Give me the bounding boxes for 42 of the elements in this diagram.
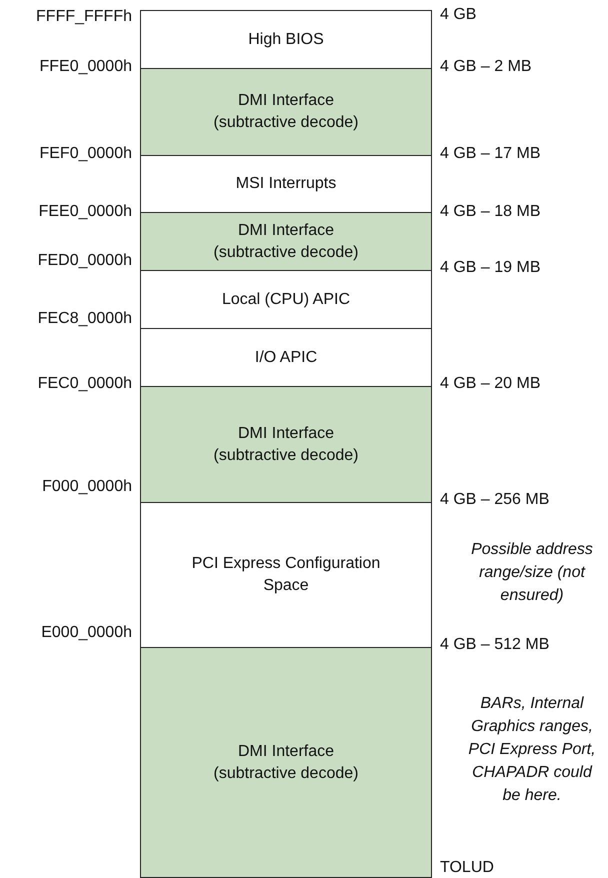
address-label: F000_0000h xyxy=(42,478,132,496)
region-label: MSI Interrupts xyxy=(236,174,336,194)
region-label: (subtractive decode) xyxy=(214,242,358,262)
region-label: DMI Interface xyxy=(238,91,334,111)
size-label: 4 GB – 20 MB xyxy=(440,375,540,393)
address-label: FEF0_0000h xyxy=(39,145,132,163)
size-label: 4 GB – 19 MB xyxy=(440,259,540,277)
region-label: Local (CPU) APIC xyxy=(222,290,350,310)
memory-region xyxy=(140,647,432,878)
size-label: TOLUD xyxy=(440,859,494,877)
note-text: Possible address range/size (not ensured) xyxy=(470,540,594,606)
size-label: 4 GB – 2 MB xyxy=(440,58,532,76)
address-label: FEC0_0000h xyxy=(38,375,132,393)
region-label: High BIOS xyxy=(248,30,324,50)
address-label: FFFF_FFFFh xyxy=(36,8,132,26)
size-label: 4 GB – 512 MB xyxy=(440,636,550,654)
memory-region xyxy=(140,270,432,329)
size-label: 4 GB xyxy=(440,6,476,24)
memory-region xyxy=(140,212,432,271)
size-label: 4 GB – 17 MB xyxy=(440,145,540,163)
size-label: 4 GB – 256 MB xyxy=(440,491,550,509)
address-label: FEE0_0000h xyxy=(38,203,132,221)
address-label: FEC8_0000h xyxy=(38,310,132,328)
address-label: E000_0000h xyxy=(41,624,132,642)
memory-region xyxy=(140,155,432,213)
region-label: I/O APIC xyxy=(254,348,318,368)
region-label: (subtractive decode) xyxy=(214,113,358,133)
region-label: DMI Interface xyxy=(238,220,334,240)
region-label: DMI Interface xyxy=(238,424,334,444)
note-text: BARs, Internal Graphics ranges, PCI Express Port, CHAPADR could be here. xyxy=(467,694,597,806)
memory-region xyxy=(140,10,432,69)
region-label: (subtractive decode) xyxy=(214,446,358,466)
memory-region xyxy=(140,328,432,387)
memory-region xyxy=(140,502,432,648)
address-label: FED0_0000h xyxy=(38,252,132,270)
address-label: FFE0_0000h xyxy=(39,58,132,76)
region-label: (subtractive decode) xyxy=(214,764,358,784)
region-label: PCI Express Configuration Space xyxy=(190,554,382,596)
size-label: 4 GB – 18 MB xyxy=(440,203,540,221)
region-label: DMI Interface xyxy=(238,742,334,762)
memory-region xyxy=(140,68,432,156)
memory-region xyxy=(140,386,432,503)
